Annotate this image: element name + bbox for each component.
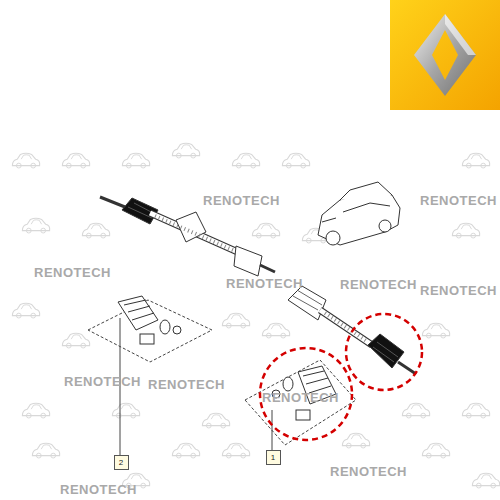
car-icon — [32, 443, 59, 458]
watermark: RENOTECH — [226, 276, 303, 291]
watermark: RENOTECH — [330, 464, 407, 479]
watermark: RENOTECH — [203, 193, 280, 208]
car-icon — [62, 153, 89, 168]
watermark: RENOTECH — [148, 377, 225, 392]
watermark: RENOTECH — [420, 193, 497, 208]
car-icon — [172, 443, 199, 458]
watermark: RENOTECH — [34, 265, 111, 280]
car-icon — [12, 153, 39, 168]
car-icon — [422, 443, 449, 458]
car-icon — [232, 153, 259, 168]
car-icon — [262, 323, 289, 338]
callout-box: 2 — [114, 455, 129, 470]
callout-number: 2 — [115, 456, 128, 469]
car-icon — [422, 323, 449, 338]
car-icon — [112, 403, 139, 418]
car-icon — [122, 153, 149, 168]
watermark: RENOTECH — [420, 283, 497, 298]
car-icon — [402, 403, 429, 418]
car-icon — [472, 473, 499, 488]
watermark: RENOTECH — [340, 277, 417, 292]
car-icon — [172, 143, 199, 158]
car-icon — [282, 153, 309, 168]
car-icon — [222, 313, 249, 328]
car-icon — [62, 333, 89, 348]
car-icon — [22, 403, 49, 418]
watermark: RENOTECH — [64, 374, 141, 389]
watermark: RENOTECH — [262, 390, 339, 405]
car-icon — [342, 433, 369, 448]
car-icon — [452, 223, 479, 238]
callout-box: 1 — [266, 450, 281, 465]
watermark: RENOTECH — [60, 482, 137, 497]
car-icon — [462, 403, 489, 418]
car-icon — [462, 153, 489, 168]
car-icon — [202, 413, 229, 428]
car-icon — [22, 218, 49, 233]
car-icon — [252, 223, 279, 238]
callout-number: 1 — [267, 451, 280, 464]
car-icon — [82, 223, 109, 238]
car-icon — [12, 303, 39, 318]
car-icon — [222, 443, 249, 458]
